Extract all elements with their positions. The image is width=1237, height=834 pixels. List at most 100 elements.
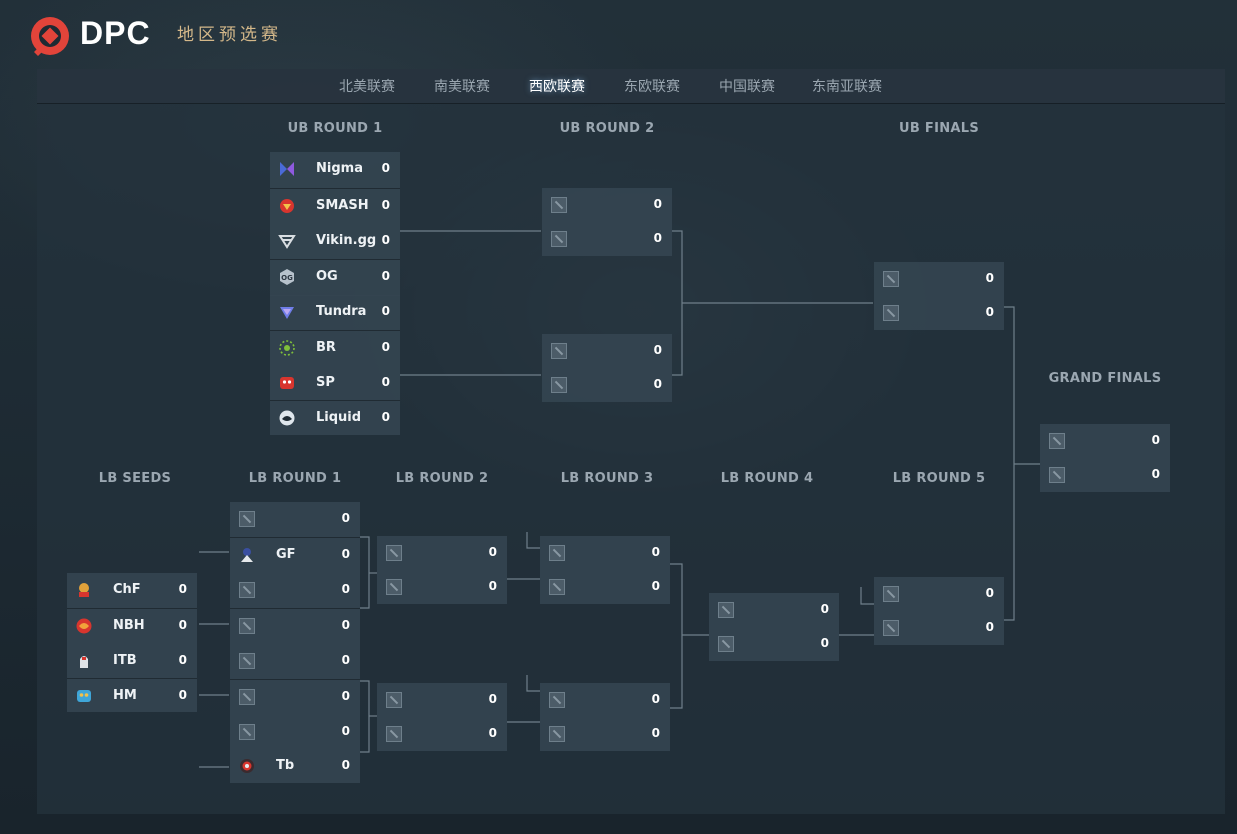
team-score: 0 — [381, 233, 390, 247]
tab-sa[interactable]: 南美联赛 — [434, 79, 490, 95]
team-slot[interactable]: 0 — [230, 573, 360, 607]
team-score: 0 — [341, 547, 350, 561]
team-slot[interactable]: 0 — [874, 611, 1004, 645]
team-name: Nigma — [316, 161, 363, 176]
match-ubf-1: 0 0 — [874, 262, 1004, 330]
round-label-gf: GRAND FINALS — [1048, 371, 1162, 386]
team-score: 0 — [341, 511, 350, 525]
team-name: ITB — [113, 653, 137, 668]
team-slot[interactable]: 0 — [377, 536, 507, 570]
team-slot[interactable]: 0 — [230, 502, 360, 536]
team-slot[interactable]: ITB 0 — [67, 644, 197, 678]
match-gf-1: 0 0 — [1040, 424, 1170, 492]
team-name: Liquid — [316, 410, 362, 425]
team-slot[interactable]: Nigma 0 — [270, 152, 400, 186]
br-logo-icon — [279, 340, 295, 356]
team-slot[interactable]: 0 — [540, 536, 670, 570]
team-name: HM — [113, 688, 137, 703]
team-score: 0 — [651, 545, 660, 559]
team-slot[interactable]: NBH 0 — [67, 609, 197, 643]
round-label-ubf: UB FINALS — [899, 121, 979, 136]
team-score: 0 — [488, 545, 497, 559]
team-slot[interactable]: ChF 0 — [67, 573, 197, 607]
team-slot[interactable]: 0 — [540, 717, 670, 751]
placeholder-icon — [386, 579, 402, 595]
match-lb4-1: 0 0 — [709, 593, 839, 661]
team-slot[interactable]: 0 — [874, 296, 1004, 330]
placeholder-icon — [1049, 433, 1065, 449]
team-slot[interactable]: Vikin.gg 0 — [270, 224, 400, 258]
placeholder-icon — [883, 305, 899, 321]
team-score: 0 — [820, 602, 829, 616]
team-slot[interactable]: SMASH 0 — [270, 189, 400, 223]
region-title: 地区预选赛 — [177, 25, 282, 45]
match-lb2-2: 0 0 — [377, 683, 507, 751]
team-slot[interactable]: 0 — [542, 222, 672, 256]
team-score: 0 — [488, 579, 497, 593]
round-label-lbs: LB SEEDS — [98, 471, 172, 486]
league-tab-bar — [37, 69, 1225, 103]
gf-logo-icon — [241, 548, 253, 562]
team-score: 0 — [381, 375, 390, 389]
team-score: 0 — [1151, 433, 1160, 447]
round-label-ub1: UB ROUND 1 — [287, 121, 383, 136]
team-slot[interactable]: 0 — [1040, 458, 1170, 492]
team-slot[interactable]: BR 0 — [270, 331, 400, 365]
team-slot[interactable]: 0 — [540, 570, 670, 604]
tb-logo-icon — [240, 759, 254, 773]
team-score: 0 — [653, 377, 662, 391]
team-slot[interactable]: Tundra 0 — [270, 295, 400, 329]
match-lb1-4: 0 Tb 0 — [230, 715, 360, 783]
match-lb2-1: 0 0 — [377, 536, 507, 604]
team-slot[interactable]: 0 — [1040, 424, 1170, 458]
team-slot[interactable]: 0 — [874, 262, 1004, 296]
team-slot[interactable]: SP 0 — [270, 366, 400, 400]
team-score: 0 — [341, 653, 350, 667]
team-slot[interactable]: 0 — [230, 609, 360, 643]
team-slot[interactable]: 0 — [377, 570, 507, 604]
team-slot[interactable]: 0 — [230, 715, 360, 749]
team-slot[interactable]: OG OG 0 — [270, 260, 400, 294]
team-slot[interactable]: 0 — [874, 577, 1004, 611]
placeholder-icon — [549, 692, 565, 708]
team-slot[interactable]: GF 0 — [230, 538, 360, 572]
team-name: BR — [316, 340, 336, 355]
tab-eeu[interactable]: 东欧联赛 — [624, 79, 680, 95]
team-slot[interactable]: Tb 0 — [230, 749, 360, 783]
placeholder-icon — [239, 653, 255, 669]
team-score: 0 — [1151, 467, 1160, 481]
team-slot[interactable]: 0 — [709, 627, 839, 661]
round-label-lb3: LB ROUND 3 — [560, 471, 654, 486]
tab-weu[interactable]: 西欧联赛 — [529, 79, 585, 95]
team-slot[interactable]: 0 — [230, 644, 360, 678]
team-name: GF — [276, 547, 296, 562]
team-slot[interactable]: 0 — [542, 334, 672, 368]
placeholder-icon — [718, 602, 734, 618]
team-slot[interactable]: HM 0 — [67, 679, 197, 713]
placeholder-icon — [551, 343, 567, 359]
team-slot[interactable]: Liquid 0 — [270, 401, 400, 435]
match-ub1-4: SP 0 Liquid 0 — [270, 366, 400, 435]
team-score: 0 — [381, 340, 390, 354]
vikin-logo-icon — [278, 235, 296, 249]
team-name: OG — [316, 269, 338, 284]
team-score: 0 — [985, 620, 994, 634]
team-slot[interactable]: 0 — [709, 593, 839, 627]
round-label-lb2: LB ROUND 2 — [395, 471, 489, 486]
match-lb1-3: 0 0 — [230, 644, 360, 715]
tab-sea[interactable]: 东南亚联赛 — [812, 79, 882, 95]
team-slot[interactable]: 0 — [230, 680, 360, 714]
team-slot[interactable]: 0 — [542, 188, 672, 222]
team-slot[interactable]: 0 — [377, 683, 507, 717]
team-score: 0 — [341, 724, 350, 738]
team-name: SP — [316, 375, 335, 390]
placeholder-icon — [239, 724, 255, 740]
tab-cn[interactable]: 中国联赛 — [719, 79, 775, 95]
tab-na[interactable]: 北美联赛 — [339, 79, 395, 95]
team-slot[interactable]: 0 — [542, 368, 672, 402]
team-slot[interactable]: 0 — [377, 717, 507, 751]
team-slot[interactable]: 0 — [540, 683, 670, 717]
logo-text: DPC — [80, 15, 151, 51]
match-ub1-3: Tundra 0 BR 0 — [270, 295, 400, 366]
placeholder-icon — [551, 197, 567, 213]
